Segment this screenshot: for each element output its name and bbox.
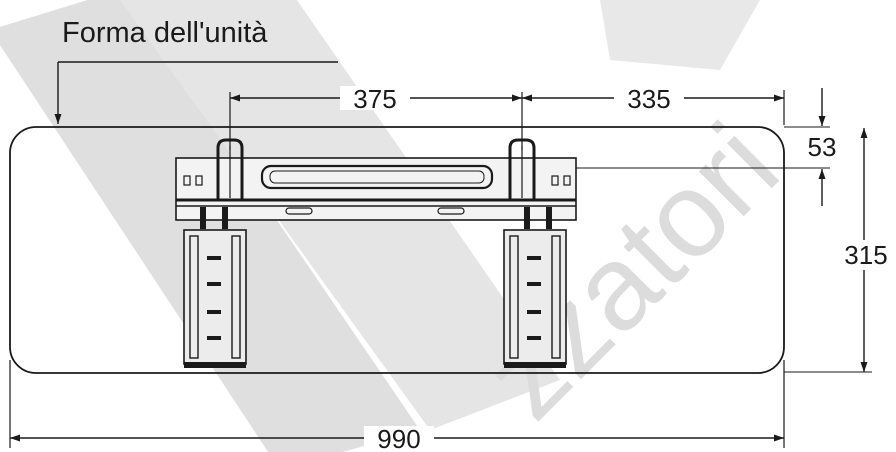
bracket-center-slot bbox=[260, 164, 494, 190]
unit-outline bbox=[9, 126, 785, 374]
leg-rail bbox=[231, 235, 241, 359]
leg-rail bbox=[509, 235, 519, 359]
leg-rail bbox=[189, 235, 199, 359]
bracket-slot bbox=[437, 207, 465, 215]
dimension-label-335: 335 bbox=[627, 84, 670, 114]
leg-frame bbox=[503, 229, 567, 365]
dimension-label-375: 375 bbox=[353, 84, 396, 114]
leg-foot bbox=[184, 362, 246, 368]
mounting-bracket bbox=[175, 138, 577, 229]
leg-slot bbox=[527, 310, 541, 314]
bracket-hole bbox=[563, 175, 571, 186]
label-backdrop bbox=[838, 240, 896, 270]
watermark-stripe bbox=[0, 0, 420, 452]
watermark: zzatori bbox=[0, 0, 803, 452]
leg-slot bbox=[207, 282, 221, 286]
leg-slot bbox=[207, 336, 221, 340]
dimension-label-990: 990 bbox=[377, 424, 420, 452]
dimension-right-height: 315 bbox=[784, 128, 896, 373]
label-backdrop bbox=[364, 426, 434, 452]
leg-slot bbox=[527, 282, 541, 286]
bracket-bolt bbox=[200, 207, 206, 229]
leg-frame bbox=[183, 229, 247, 365]
leg-rail bbox=[551, 235, 561, 359]
label-backdrop bbox=[340, 86, 410, 110]
leg-slot bbox=[207, 310, 221, 314]
leg-foot bbox=[504, 362, 566, 368]
bracket-center-slot-inner bbox=[269, 170, 485, 184]
bracket-hole bbox=[551, 175, 559, 186]
watermark-stripe bbox=[600, 0, 760, 70]
leg-slot bbox=[527, 336, 541, 340]
dimension-right-offset: 53 bbox=[784, 88, 836, 206]
bracket-bolt bbox=[524, 207, 530, 229]
leg-slot bbox=[207, 256, 221, 260]
bracket-bolt bbox=[222, 207, 228, 229]
bracket-slot bbox=[285, 207, 313, 215]
dimension-bottom: 990 bbox=[9, 360, 785, 452]
bracket-leg-left bbox=[183, 229, 247, 368]
bracket-hole bbox=[195, 175, 203, 186]
bracket-bolt bbox=[546, 207, 552, 229]
dimension-label-315: 315 bbox=[844, 240, 887, 270]
bracket-leg-right bbox=[503, 229, 567, 368]
dimension-label-53: 53 bbox=[808, 132, 837, 162]
dimension-top: 375 335 bbox=[229, 84, 785, 150]
diagram-title: Forma dell'unità bbox=[62, 17, 268, 49]
leg-slot bbox=[527, 256, 541, 260]
label-backdrop bbox=[614, 86, 684, 110]
bracket-hole bbox=[183, 175, 191, 186]
